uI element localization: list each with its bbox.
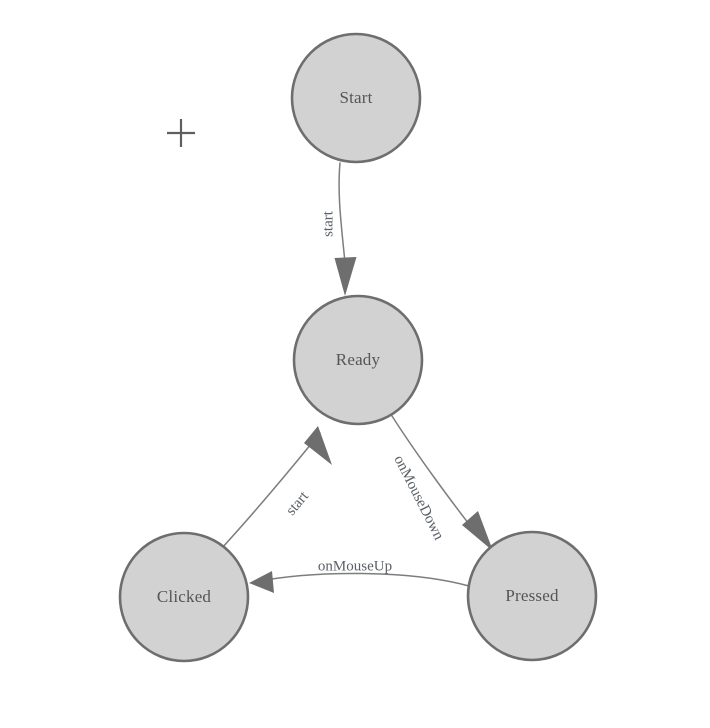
node-circle-ready[interactable] xyxy=(292,294,424,426)
node-label-ready: Ready xyxy=(336,350,381,369)
node-circle-start[interactable] xyxy=(290,32,422,164)
plus-crosshair-icon xyxy=(167,119,195,147)
node-pressed[interactable]: Pressed xyxy=(466,530,598,662)
edge-path-clicked-to-ready xyxy=(220,432,321,550)
arrowhead-pressed-to-clicked xyxy=(249,571,274,593)
edge-path-pressed-to-clicked xyxy=(253,572,470,587)
edge-start-to-ready[interactable]: start xyxy=(320,162,357,296)
arrowhead-ready-to-pressed xyxy=(462,511,493,551)
node-label-pressed: Pressed xyxy=(505,586,559,605)
edge-ready-to-pressed[interactable]: onMouseDown xyxy=(390,415,493,551)
node-clicked[interactable]: Clicked xyxy=(118,531,250,663)
node-circle-clicked[interactable] xyxy=(118,531,250,663)
edge-label-start-to-ready: start xyxy=(320,210,336,237)
edge-path-start-to-ready xyxy=(338,162,346,264)
edge-pressed-to-clicked[interactable]: onMouseUp xyxy=(249,558,470,593)
edge-clicked-to-ready[interactable]: start xyxy=(220,426,332,550)
arrowhead-start-to-ready xyxy=(334,257,357,296)
node-label-clicked: Clicked xyxy=(157,587,212,606)
edge-label-clicked-to-ready: start xyxy=(283,488,312,519)
node-ready[interactable]: Ready xyxy=(292,294,424,426)
node-start[interactable]: Start xyxy=(290,32,422,164)
edge-label-ready-to-pressed: onMouseDown xyxy=(390,453,446,543)
node-circle-pressed[interactable] xyxy=(466,530,598,662)
edge-label-pressed-to-clicked: onMouseUp xyxy=(318,558,392,574)
arrowhead-clicked-to-ready xyxy=(304,426,332,465)
node-label-start: Start xyxy=(339,88,372,107)
